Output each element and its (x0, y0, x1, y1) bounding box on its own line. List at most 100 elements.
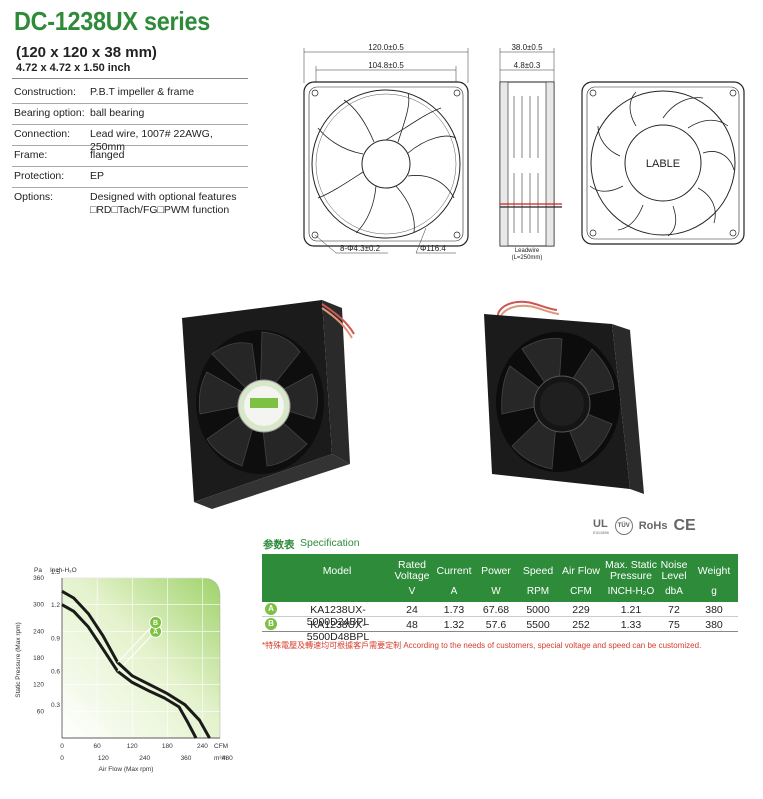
spec-row-construction: Construction: P.B.T impeller & frame (12, 83, 248, 104)
x-tick-label-cfm: 120 (127, 743, 138, 750)
cell-noise: 75 (668, 619, 680, 631)
spec-label: Protection: (14, 170, 65, 182)
spec-list: Construction: P.B.T impeller & frame Bea… (12, 83, 248, 222)
y-tick-label-pa: 240 (33, 628, 44, 635)
unit-current: A (450, 586, 458, 597)
col-power: Power (481, 565, 511, 577)
cell-airflow: 229 (572, 604, 590, 616)
cell-model: KA1238UX-5000D24BPL (306, 604, 370, 628)
dimensions-mm: (120 x 120 x 38 mm) (16, 44, 157, 61)
spec-row-connection: Connection: Lead wire, 1007# 22AWG, 250m… (12, 125, 248, 153)
ul-mark-icon: UL E311598 (593, 518, 609, 535)
unit-power: W (491, 586, 501, 597)
col-current: Current (436, 565, 472, 577)
y-tick-label-inch: 1.5 (51, 569, 60, 576)
x-axis-label: Air Flow (Max rpm) (99, 766, 154, 773)
x-tick-label-cfm: 240 (197, 743, 208, 750)
ul-number: E311598 (593, 529, 609, 535)
spec-table: Model Rated Voltage Current Power Speed … (262, 554, 738, 643)
fan-photo-front (182, 300, 355, 509)
width-outer-dim: 120.0±0.5 (368, 43, 404, 52)
y-tick-label-pa: 300 (33, 602, 44, 609)
x-unit-top: CFM (214, 743, 228, 750)
front-view-drawing: 120.0±0.5 104.8±0.5 8-Φ4.3±0.2 Φ116.4 (303, 43, 469, 254)
y-tick-label-pa: 180 (33, 655, 44, 662)
cell-weight: 380 (705, 604, 723, 616)
unit-pressure: INCH-H₂O (607, 586, 655, 597)
col-speed: Speed (522, 565, 554, 577)
unit-airflow: CFM (570, 586, 592, 597)
x-tick-label-m3h: 480 (222, 755, 233, 762)
hole-dim: 8-Φ4.3±0.2 (340, 244, 381, 253)
y-tick-label-inch: 0.3 (51, 702, 60, 709)
spec-label: Connection: (14, 128, 71, 140)
spec-heading-en: Specification (300, 537, 360, 549)
spec-label: Frame: (14, 149, 48, 161)
leadwire-length: (L=250mm) (512, 255, 543, 261)
col-airflow: Air Flow (562, 565, 600, 577)
cell-model: KA1238UX-5500D48BPL (306, 619, 370, 643)
series-label-a: A (153, 629, 158, 636)
x-tick-label-m3h: 0 (60, 755, 64, 762)
table-header: Model Rated Voltage Current Power Speed … (262, 554, 738, 602)
depth-inner-dim: 4.8±0.3 (514, 61, 541, 70)
spec-value-line2: □RD□Tach/FG□PWM function (90, 204, 230, 216)
back-view-drawing: LABLE (581, 81, 745, 245)
y-unit-right: Inch-H₂O (50, 567, 77, 574)
series-title: DC-1238UX series (14, 6, 211, 36)
ce-mark-icon: CE (673, 517, 696, 534)
series-leader-b (117, 622, 156, 663)
y-tick-label-pa: 60 (37, 708, 45, 715)
x-tick-label-m3h: 360 (181, 755, 192, 762)
tuv-mark-icon: TÜV (614, 517, 633, 535)
col-weight: Weight (697, 565, 731, 577)
leadwire-label: Leadwire (515, 248, 540, 254)
series-label-b: B (153, 620, 158, 627)
model-badge: A (265, 603, 277, 615)
x-tick-label-cfm: 180 (162, 743, 173, 750)
spec-value-line1: Designed with optional features (90, 191, 237, 203)
col-pressure: Max. Static Pressure (605, 559, 657, 582)
series-line-b (61, 589, 211, 739)
y-unit-left: Pa (34, 567, 42, 574)
cell-speed: 5000 (526, 604, 550, 616)
y-tick-label-inch: 0.9 (51, 635, 60, 642)
dimensions-inch: 4.72 x 4.72 x 1.50 inch (16, 62, 131, 74)
performance-chart: Pa Inch-H₂O 60 120 180 240 300 360 0.3 0.6 0.9 1… (15, 567, 233, 773)
cell-current: 1.73 (443, 604, 465, 616)
ul-text: UL (593, 517, 608, 530)
customization-note: *特殊電壓及轉速均可根據客戶需要定制 According to the need… (262, 641, 702, 650)
spec-label: Options: (14, 191, 54, 203)
certification-marks: UL E311598 TÜV RoHs CE (593, 517, 696, 535)
cell-current: 1.32 (443, 619, 465, 631)
series-leader-a (117, 630, 156, 672)
cell-power: 67.68 (482, 604, 510, 616)
x-tick-label-m3h: 240 (139, 755, 150, 762)
tuv-text: TÜV (617, 523, 630, 529)
model-badge: B (265, 618, 277, 630)
spec-heading-cn: 参数表 (263, 539, 295, 551)
cell-voltage: 24 (406, 604, 418, 616)
col-voltage: Rated Voltage (394, 559, 430, 582)
unit-speed: RPM (526, 586, 550, 597)
spec-value: flanged (90, 149, 125, 161)
col-noise: Noise Level (660, 559, 688, 582)
cell-pressure: 1.33 (620, 619, 642, 631)
spec-value: Designed with optional features □RD□Tach… (90, 191, 237, 217)
x-unit-bottom: m³/h (214, 755, 227, 762)
divider (12, 78, 248, 79)
y-axis-label: Static Pressure (Max rpm) (15, 622, 22, 698)
spec-row-protection: Protection: EP (12, 167, 248, 188)
x-tick-label-cfm: 0 (60, 743, 64, 750)
cell-noise: 72 (668, 604, 680, 616)
diameter-dim: Φ116.4 (420, 244, 446, 253)
cell-voltage: 48 (406, 619, 418, 631)
spec-value: P.B.T impeller & frame (90, 86, 195, 98)
cell-weight: 380 (705, 619, 723, 631)
spec-row-frame: Frame: flanged (12, 146, 248, 167)
y-tick-label-pa: 360 (33, 575, 44, 582)
spec-value: ball bearing (90, 107, 145, 119)
series-line-a (61, 603, 198, 739)
y-tick-label-inch: 0.6 (51, 669, 60, 676)
spec-label: Bearing option: (14, 107, 85, 119)
